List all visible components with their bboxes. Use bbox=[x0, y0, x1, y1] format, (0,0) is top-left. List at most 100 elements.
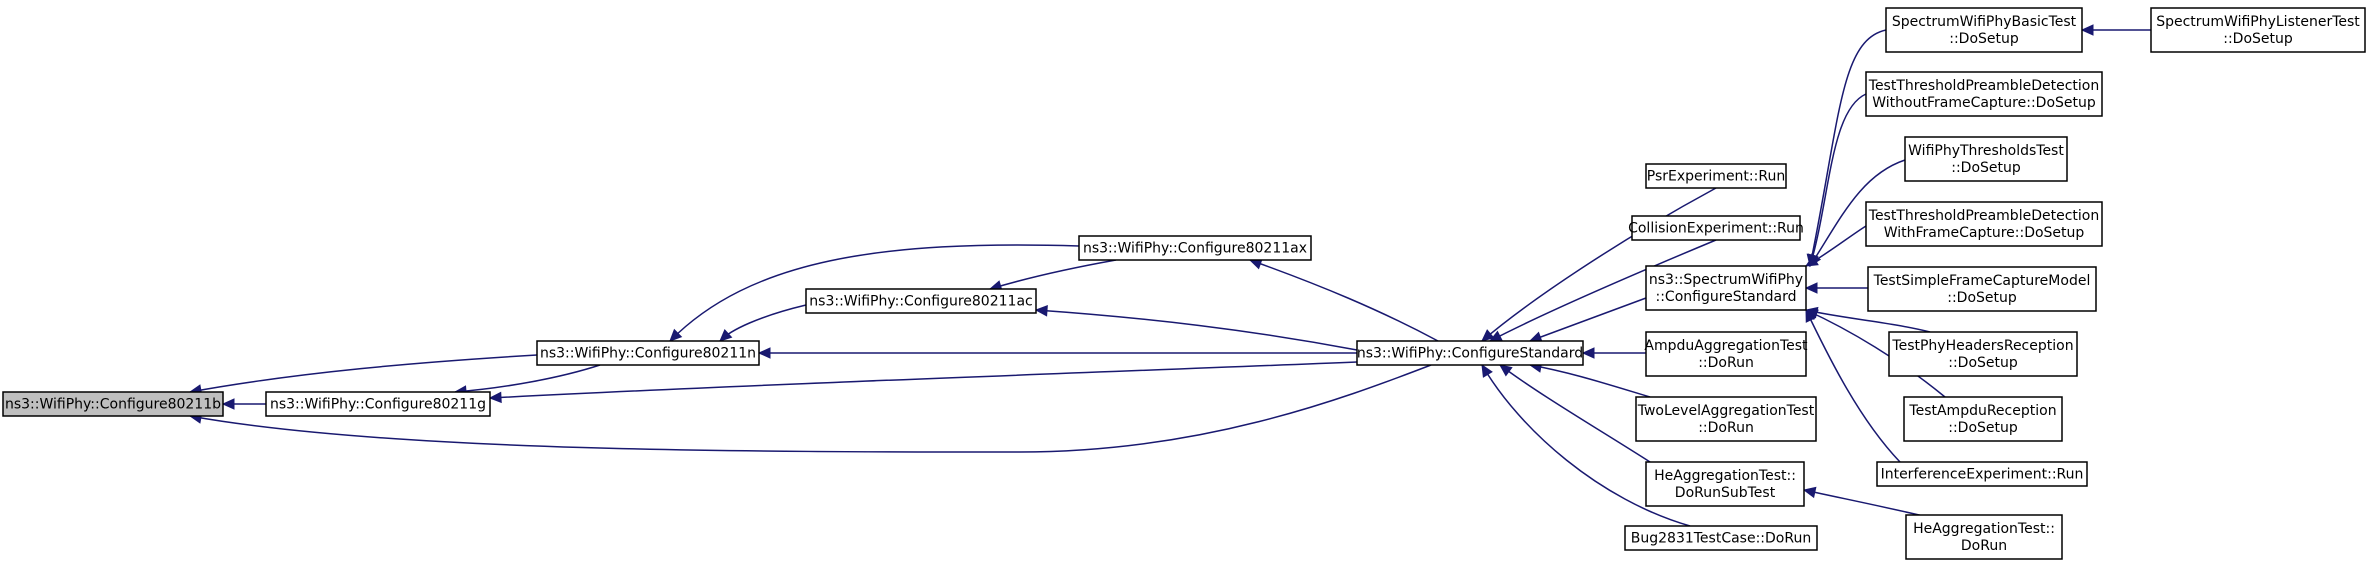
edge-n11ax-to-n11n bbox=[669, 244, 1080, 342]
edge-line bbox=[1809, 159, 1906, 267]
node-box bbox=[1885, 7, 2083, 53]
node-label: ns3::WifiPhy::Configure80211ac bbox=[809, 294, 1032, 310]
node-label: ::DoSetup bbox=[1949, 31, 2019, 47]
edge-ampdu-to-cfgstd bbox=[1581, 347, 1646, 359]
node-label: WifiPhyThresholdsTest bbox=[1908, 143, 2064, 159]
edge-line bbox=[1489, 239, 1717, 342]
edge-specstd-to-cfgstd bbox=[1528, 297, 1647, 343]
node-twolevel[interactable]: TwoLevelAggregationTest::DoRun bbox=[1635, 396, 1817, 442]
node-psr[interactable]: PsrExperiment::Run bbox=[1645, 163, 1787, 189]
node-box bbox=[1865, 201, 2103, 247]
node-label: DoRun bbox=[1961, 538, 2007, 554]
node-thrnocap[interactable]: TestThresholdPreambleDetectionWithoutFra… bbox=[1865, 71, 2103, 117]
edge-line bbox=[454, 364, 601, 393]
edge-line bbox=[1481, 187, 1717, 342]
node-root[interactable]: ns3::WifiPhy::Configure80211b bbox=[2, 391, 224, 417]
node-label: WithFrameCapture::DoSetup bbox=[1884, 225, 2085, 241]
edge-line bbox=[989, 259, 1117, 290]
node-label: ::ConfigureStandard bbox=[1656, 289, 1797, 305]
edge-cfgstd-to-n11n bbox=[757, 347, 1357, 359]
arrowhead bbox=[719, 328, 733, 342]
node-label: ns3::WifiPhy::Configure80211b bbox=[5, 397, 221, 413]
node-n11g[interactable]: ns3::WifiPhy::Configure80211g bbox=[265, 391, 491, 417]
node-label: TestThresholdPreambleDetection bbox=[1868, 78, 2099, 94]
edge-line bbox=[489, 361, 1358, 399]
node-heagg[interactable]: HeAggregationTest::DoRunSubTest bbox=[1645, 461, 1805, 507]
arrowhead bbox=[1499, 364, 1513, 377]
node-headers[interactable]: TestPhyHeadersReception::DoSetup bbox=[1888, 331, 2078, 377]
arrowhead bbox=[1805, 308, 1817, 323]
edge-line bbox=[1481, 364, 1691, 527]
node-label: TestAmpduReception bbox=[1908, 403, 2056, 419]
edge-cfgstd-to-n11ax bbox=[1248, 258, 1439, 342]
arrowhead bbox=[1581, 347, 1595, 359]
edge-speclistener-to-specbasic bbox=[2080, 24, 2151, 36]
node-n11n[interactable]: ns3::WifiPhy::Configure80211n bbox=[536, 340, 760, 366]
node-box bbox=[1645, 461, 1805, 507]
node-box bbox=[1624, 525, 1818, 551]
node-n11ac[interactable]: ns3::WifiPhy::Configure80211ac bbox=[805, 288, 1037, 314]
edge-line bbox=[1529, 297, 1647, 342]
node-box bbox=[1645, 265, 1807, 311]
edge-n11g-to-root bbox=[221, 398, 266, 410]
node-label: ns3::WifiPhy::Configure80211ax bbox=[1083, 241, 1307, 257]
node-label: CollisionExperiment::Run bbox=[1628, 221, 1804, 237]
edge-line bbox=[669, 244, 1080, 342]
arrowhead bbox=[488, 391, 502, 404]
node-label: ::DoSetup bbox=[2223, 31, 2293, 47]
node-heaggrun[interactable]: HeAggregationTest::DoRun bbox=[1905, 514, 2063, 560]
node-thresholds[interactable]: WifiPhyThresholdsTest::DoSetup bbox=[1904, 136, 2068, 182]
node-speclistener[interactable]: SpectrumWifiPhyListenerTest::DoSetup bbox=[2150, 7, 2366, 53]
edge-line bbox=[189, 364, 1432, 453]
node-label: AmpduAggregationTest bbox=[1644, 338, 1808, 354]
edge-line bbox=[1499, 364, 1651, 463]
node-collision[interactable]: CollisionExperiment::Run bbox=[1628, 215, 1804, 241]
edge-heagg-to-cfgstd bbox=[1499, 364, 1651, 463]
node-label: HeAggregationTest:: bbox=[1654, 468, 1796, 484]
node-box bbox=[805, 288, 1037, 314]
edge-line bbox=[719, 304, 807, 342]
arrowhead bbox=[1481, 363, 1493, 378]
arrowhead bbox=[221, 398, 235, 410]
node-box bbox=[1635, 396, 1817, 442]
edge-cfgstd-to-n11g bbox=[488, 361, 1358, 404]
node-box bbox=[1905, 514, 2063, 560]
node-ampdurx[interactable]: TestAmpduReception::DoSetup bbox=[1903, 396, 2063, 442]
node-box bbox=[2, 391, 224, 417]
arrowhead bbox=[1802, 486, 1817, 499]
node-label: ::DoRun bbox=[1698, 355, 1754, 371]
arrowhead bbox=[1804, 282, 1818, 294]
edge-line bbox=[1529, 364, 1651, 398]
node-label: ::DoSetup bbox=[1948, 355, 2018, 371]
nodes-layer: ns3::WifiPhy::Configure80211b ns3::WifiPh… bbox=[2, 7, 2366, 560]
node-label: TwoLevelAggregationTest bbox=[1637, 403, 1815, 419]
node-specbasic[interactable]: SpectrumWifiPhyBasicTest::DoSetup bbox=[1885, 7, 2083, 53]
edges-layer bbox=[188, 24, 2151, 527]
node-simplecap[interactable]: TestSimpleFrameCaptureModel::DoSetup bbox=[1867, 266, 2097, 312]
node-cfgstd[interactable]: ns3::WifiPhy::ConfigureStandard bbox=[1356, 340, 1584, 366]
node-box bbox=[2150, 7, 2366, 53]
node-box bbox=[536, 340, 760, 366]
edge-line bbox=[1809, 93, 1867, 267]
node-ampdu[interactable]: AmpduAggregationTest::DoRun bbox=[1644, 331, 1808, 377]
edge-interference-to-specstd bbox=[1805, 308, 1901, 463]
edge-bug2831-to-cfgstd bbox=[1481, 363, 1691, 527]
node-label: InterferenceExperiment::Run bbox=[1881, 467, 2084, 483]
node-box bbox=[1631, 215, 1801, 241]
node-label: HeAggregationTest:: bbox=[1913, 521, 2055, 537]
node-interference[interactable]: InterferenceExperiment::Run bbox=[1876, 461, 2088, 487]
node-box bbox=[1078, 235, 1312, 261]
node-specstd[interactable]: ns3::SpectrumWifiPhy::ConfigureStandard bbox=[1645, 265, 1807, 311]
node-label: ns3::SpectrumWifiPhy bbox=[1649, 272, 1803, 288]
node-bug2831[interactable]: Bug2831TestCase::DoRun bbox=[1624, 525, 1818, 551]
node-label: ::DoSetup bbox=[1947, 290, 2017, 306]
arrowhead bbox=[2080, 24, 2094, 36]
arrowhead bbox=[1034, 305, 1048, 317]
node-box bbox=[1645, 331, 1807, 377]
node-n11ax[interactable]: ns3::WifiPhy::Configure80211ax bbox=[1078, 235, 1312, 261]
node-label: ::DoRun bbox=[1698, 420, 1754, 436]
node-thrcap[interactable]: TestThresholdPreambleDetectionWithFrameC… bbox=[1865, 201, 2103, 247]
edge-line bbox=[1805, 309, 1901, 463]
arrowhead bbox=[1804, 255, 1819, 267]
node-box bbox=[1865, 71, 2103, 117]
